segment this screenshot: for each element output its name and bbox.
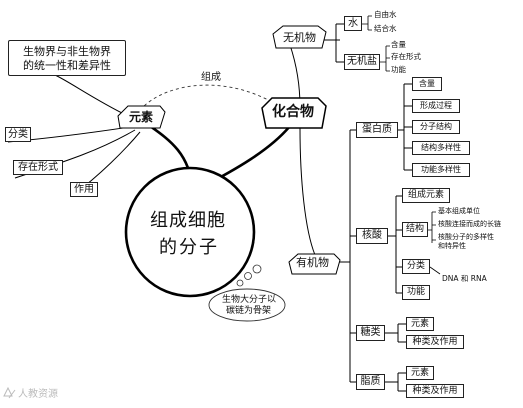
- water-box: 水: [344, 16, 362, 31]
- nucleic-classification-label: 分类: [406, 261, 425, 271]
- nucleic-structure-item-unit: 基本组成单位: [438, 207, 480, 215]
- nucleic-structure-item-specificity: 和特异性: [438, 242, 466, 250]
- lipid-item-types-label: 种类及作用: [412, 385, 458, 396]
- lipid-box: 脂质: [356, 374, 385, 390]
- protein-box: 蛋白质: [356, 122, 398, 138]
- carbon-note-bubble: [208, 288, 286, 322]
- sugar-item-element-label: 元素: [410, 318, 429, 329]
- salt-label: 无机盐: [347, 56, 377, 67]
- nucleic-structure-box: 结构: [402, 222, 428, 237]
- nucleic-classification-box: 分类: [402, 259, 430, 274]
- watermark: 人教资源: [18, 389, 58, 400]
- lipid-label: 脂质: [360, 376, 381, 387]
- sugar-box: 糖类: [356, 325, 385, 341]
- sugar-item-types: 种类及作用: [406, 335, 464, 349]
- salt-box: 无机盐: [344, 54, 380, 70]
- lipid-item-types: 种类及作用: [406, 384, 464, 398]
- nucleic-composition-label: 组成元素: [407, 190, 444, 200]
- protein-item-formation-label: 形成过程: [420, 101, 452, 110]
- protein-item-function-diversity-label: 功能多样性: [421, 165, 461, 174]
- nucleic-label: 核酸: [362, 230, 382, 241]
- nucleic-composition-box: 组成元素: [402, 188, 450, 203]
- center-title-line1: 组成细胞: [150, 210, 226, 231]
- sugar-label: 糖类: [360, 327, 381, 338]
- element-function-label: 作用: [74, 183, 94, 195]
- nucleic-structure-item-diversity: 核酸分子的多样性: [438, 233, 494, 241]
- element-classification-label: 分类: [8, 128, 28, 140]
- element-classification-box: 分类: [5, 127, 31, 142]
- protein-label: 蛋白质: [362, 124, 392, 135]
- elements-badge-shape: [117, 105, 166, 129]
- water-item-bound: 结合水: [374, 24, 397, 33]
- protein-item-function-diversity: 功能多样性: [412, 163, 470, 177]
- salt-item-content: 含量: [391, 40, 406, 49]
- elements-label: 元素: [129, 110, 154, 124]
- water-label: 水: [348, 17, 358, 29]
- sugar-item-element: 元素: [406, 317, 434, 331]
- water-item-free: 自由水: [374, 10, 397, 19]
- nucleic-structure-item-chain: 核酸连接而成的长链: [438, 220, 501, 228]
- compound-label: 化合物: [272, 104, 314, 120]
- nucleic-function-box: 功能: [402, 285, 430, 300]
- protein-item-content: 含量: [412, 77, 442, 91]
- unity-line2: 的统一性和差异性: [23, 58, 111, 72]
- organic-label: 有机物: [296, 256, 329, 269]
- protein-item-diversity-label: 结构多样性: [421, 143, 461, 152]
- link-label: 组成: [201, 72, 221, 83]
- element-form-box: 存在形式: [13, 160, 63, 175]
- nucleic-classification-detail: DNA 和 RNA: [442, 274, 487, 283]
- salt-item-function: 功能: [391, 65, 406, 74]
- element-function-box: 作用: [70, 182, 98, 197]
- unity-line1: 生物界与非生物界: [23, 44, 111, 58]
- nucleic-function-label: 功能: [406, 287, 425, 297]
- protein-item-formation: 形成过程: [412, 99, 460, 113]
- inorganic-label: 无机物: [283, 31, 316, 44]
- carbon-note-line2: 碳链为骨架: [226, 306, 272, 316]
- lipid-item-element-label: 元素: [410, 367, 429, 378]
- lipid-item-element: 元素: [406, 366, 434, 380]
- element-form-label: 存在形式: [18, 161, 58, 173]
- nucleic-box: 核酸: [356, 228, 388, 244]
- protein-item-content-label: 含量: [419, 79, 435, 88]
- protein-item-structure: 分子结构: [412, 120, 460, 134]
- carbon-note-line1: 生物大分子以: [222, 295, 277, 305]
- organic-badge-shape: [288, 253, 341, 275]
- inorganic-badge-shape: [272, 25, 327, 49]
- protein-item-structure-label: 分子结构: [420, 122, 452, 131]
- salt-item-form: 存在形式: [391, 52, 421, 61]
- nucleic-structure-label: 结构: [405, 224, 424, 234]
- sugar-item-types-label: 种类及作用: [412, 336, 458, 347]
- protein-item-diversity: 结构多样性: [412, 141, 470, 155]
- unity-box: 生物界与非生物界 的统一性和差异性: [8, 40, 126, 76]
- center-circle: [124, 166, 256, 298]
- compound-badge-shape: [261, 97, 327, 129]
- center-title-line2: 的分子: [159, 237, 219, 258]
